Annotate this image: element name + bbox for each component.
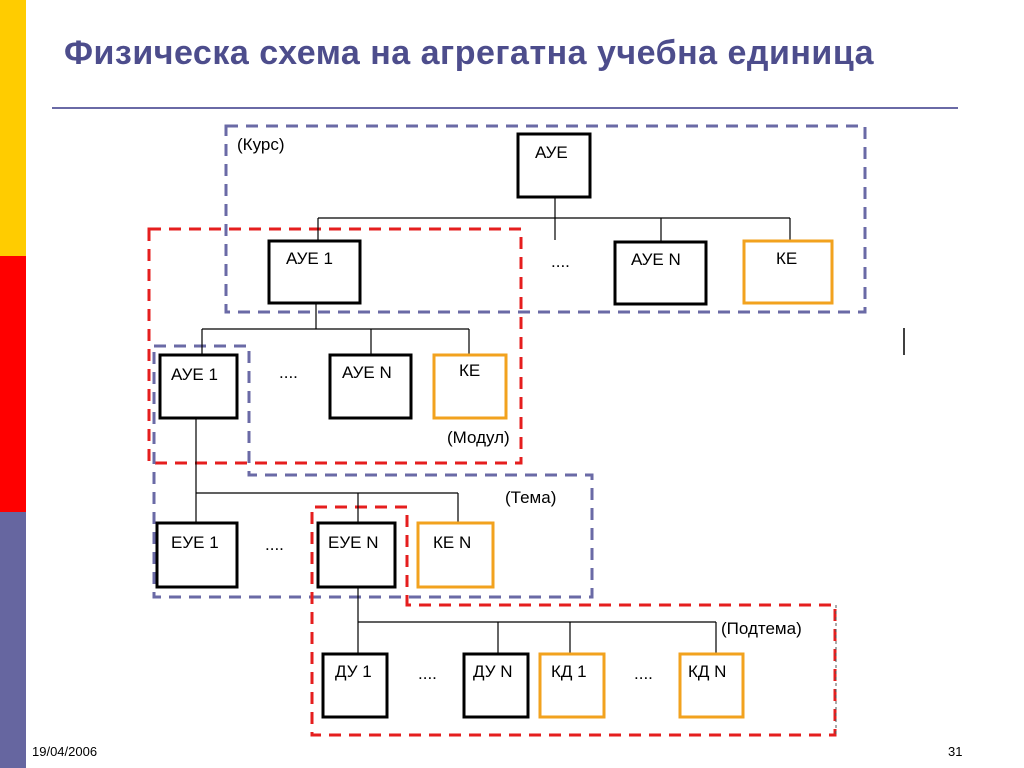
accent-strip-yellow xyxy=(0,0,26,256)
node-eue-n xyxy=(316,521,397,589)
label-ke-1: КЕ xyxy=(776,249,797,268)
label-dots-2: .... xyxy=(279,363,298,382)
topic-frame xyxy=(310,505,837,737)
node-du-1 xyxy=(321,652,389,719)
accent-strip-red xyxy=(0,256,26,512)
node-aue-root xyxy=(516,132,592,199)
node-aue-n-b xyxy=(328,353,413,420)
label-dots-3: .... xyxy=(265,535,284,554)
label-aue-n-b: АУЕ N xyxy=(342,363,392,382)
node-kd-n xyxy=(678,652,745,719)
group-label-course: (Курс) xyxy=(237,135,285,154)
footer-page-number: 31 xyxy=(948,744,963,759)
connectors xyxy=(195,197,791,654)
slide-title: Физическа схема на агрегатна учебна един… xyxy=(64,34,875,72)
node-ke-n xyxy=(416,521,495,589)
label-dots-5: .... xyxy=(634,664,653,683)
course-frame xyxy=(224,124,867,314)
label-du-1: ДУ 1 xyxy=(335,662,372,681)
node-aue-1-b xyxy=(158,353,239,420)
node-ke-1 xyxy=(742,239,834,305)
node-aue-1-a xyxy=(267,239,362,305)
title-divider xyxy=(52,107,958,109)
label-aue-1-b: АУЕ 1 xyxy=(171,365,218,384)
group-label-subtopic: (Подтема) xyxy=(721,619,802,638)
label-ke-2: КЕ xyxy=(459,361,480,380)
accent-strip-blue xyxy=(0,512,26,768)
label-aue-root: АУЕ xyxy=(535,143,568,162)
label-kd-1: КД 1 xyxy=(551,662,587,681)
module-frame-a xyxy=(147,227,523,465)
label-kd-n: КД N xyxy=(688,662,726,681)
footer-date: 19/04/2006 xyxy=(32,744,98,759)
node-eue-1 xyxy=(155,521,239,589)
label-eue-1: ЕУЕ 1 xyxy=(171,533,219,552)
node-du-n xyxy=(462,652,530,719)
node-ke-2 xyxy=(432,353,508,420)
module-frame-b xyxy=(152,344,594,599)
label-ke-n: КЕ N xyxy=(433,533,471,552)
label-eue-n: ЕУЕ N xyxy=(328,533,378,552)
group-label-topic: (Тема) xyxy=(505,488,556,507)
node-kd-1 xyxy=(538,652,606,719)
label-dots-1: .... xyxy=(551,252,570,271)
label-du-n: ДУ N xyxy=(473,662,513,681)
group-label-module: (Модул) xyxy=(447,428,510,447)
label-dots-4: .... xyxy=(418,664,437,683)
label-aue-n-a: АУЕ N xyxy=(631,250,681,269)
label-aue-1-a: АУЕ 1 xyxy=(286,249,333,268)
node-aue-n-a xyxy=(613,240,708,306)
